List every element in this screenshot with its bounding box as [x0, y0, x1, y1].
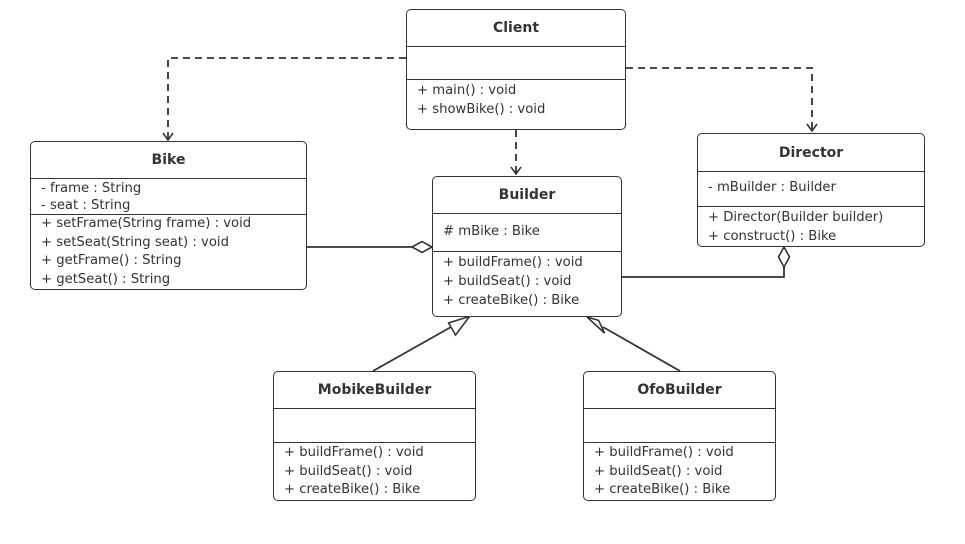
aggregation-diamond-director: [777, 245, 791, 269]
bike-attribute: - seat : String: [41, 198, 131, 213]
client-method: + showBike() : void: [417, 102, 546, 117]
mobike-builder-method: + createBike() : Bike: [284, 482, 421, 497]
ofo-builder-method: + buildFrame() : void: [594, 445, 734, 460]
director-method: + construct() : Bike: [708, 229, 837, 244]
bike-class: Bike - frame : String - seat : String + …: [30, 141, 307, 290]
ofo-builder-methods: + buildFrame() : void + buildSeat() : vo…: [584, 443, 775, 500]
ofo-builder-method: + createBike() : Bike: [594, 482, 731, 497]
bike-method: + setFrame(String frame) : void: [41, 216, 252, 231]
bike-method: + getFrame() : String: [41, 253, 182, 268]
ofo-builder-class: OfoBuilder + buildFrame() : void + build…: [583, 371, 776, 501]
aggregation-diamond-builder: [410, 240, 434, 254]
client-attributes: [407, 47, 625, 80]
bike-class-name: Bike: [31, 142, 306, 179]
client-class: Client + main() : void + showBike() : vo…: [406, 9, 626, 130]
mobike-builder-method: + buildSeat() : void: [284, 463, 413, 479]
client-methods: + main() : void + showBike() : void: [407, 80, 625, 119]
ofo-builder-class-name: OfoBuilder: [584, 372, 775, 409]
builder-class: Builder # mBike : Bike + buildFrame() : …: [432, 176, 622, 317]
ofo-builder-attributes: [584, 409, 775, 443]
builder-method: + createBike() : Bike: [443, 293, 580, 308]
generalization-mobike-builder: [372, 326, 452, 372]
dependency-client-director: [626, 67, 818, 133]
bike-attribute: - frame : String: [41, 181, 142, 196]
mobike-builder-method: + buildFrame() : void: [284, 445, 424, 460]
bike-methods: + setFrame(String frame) : void + setSea…: [31, 215, 306, 289]
bike-method: + setSeat(String seat) : void: [41, 234, 229, 250]
aggregation-director-builder: [622, 267, 785, 278]
client-method: + main() : void: [417, 83, 517, 98]
bike-attributes: - frame : String - seat : String: [31, 179, 306, 215]
generalization-ofo-builder: [602, 326, 681, 372]
bike-method: + getSeat() : String: [41, 271, 171, 287]
builder-attributes: # mBike : Bike: [433, 214, 621, 252]
builder-method: + buildFrame() : void: [443, 255, 583, 270]
builder-method: + buildSeat() : void: [443, 274, 572, 289]
director-methods: + Director(Builder builder) + construct(…: [698, 207, 924, 246]
builder-class-name: Builder: [433, 177, 621, 214]
director-method: + Director(Builder builder): [708, 210, 884, 225]
client-class-name: Client: [407, 10, 625, 47]
mobike-builder-class: MobikeBuilder + buildFrame() : void + bu…: [273, 371, 476, 501]
builder-attribute: # mBike : Bike: [443, 224, 540, 239]
director-class-name: Director: [698, 134, 924, 172]
mobike-builder-methods: + buildFrame() : void + buildSeat() : vo…: [274, 443, 475, 500]
director-class: Director - mBuilder : Builder + Director…: [697, 133, 925, 247]
generalization-triangle-right: [586, 316, 606, 334]
director-attributes: - mBuilder : Builder: [698, 172, 924, 207]
generalization-triangle-left: [447, 315, 472, 337]
mobike-builder-class-name: MobikeBuilder: [274, 372, 475, 409]
mobike-builder-attributes: [274, 409, 475, 443]
builder-methods: + buildFrame() : void + buildSeat() : vo…: [433, 252, 621, 310]
director-attribute: - mBuilder : Builder: [708, 180, 836, 195]
ofo-builder-method: + buildSeat() : void: [594, 463, 723, 479]
dependency-client-bike: [162, 57, 406, 142]
